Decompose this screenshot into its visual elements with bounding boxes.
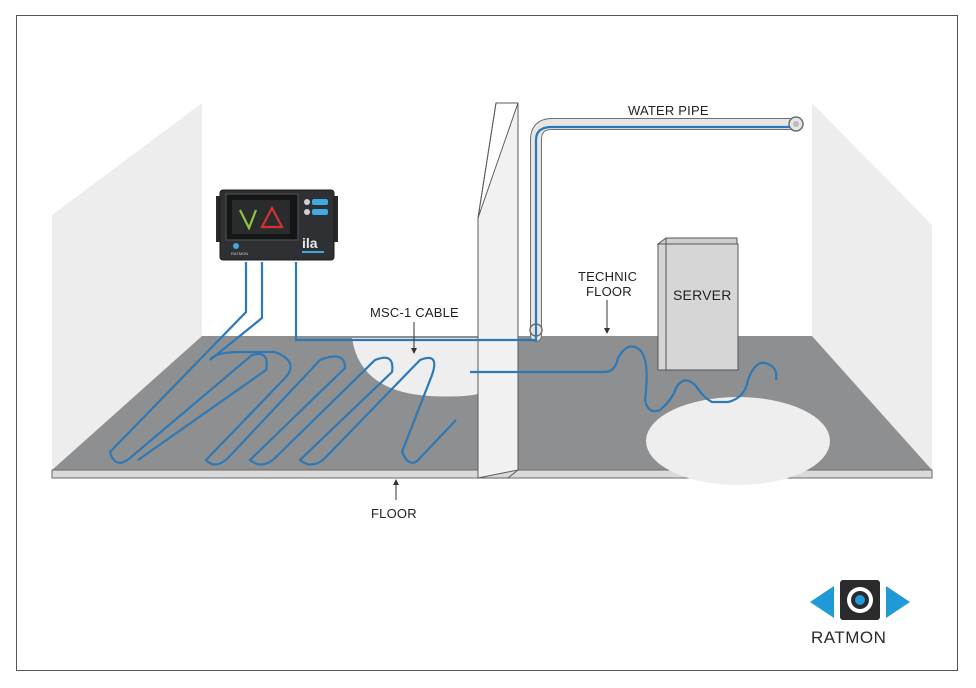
floor-sensing-cable-right: [470, 345, 778, 413]
pipe-sensing-cable: [294, 125, 790, 342]
ratmon-logo-icon: [810, 580, 910, 620]
server-cabinet: [656, 237, 739, 371]
floor-opening-left: [352, 338, 484, 397]
ila-monitoring-device: RATMON ila: [216, 189, 338, 261]
device-brand-label: RATMON: [231, 251, 248, 256]
partition-wall: [477, 102, 519, 479]
device-brand-icon: [233, 243, 239, 249]
water-pipe-label: WATER PIPE: [628, 103, 709, 118]
left-wall: [52, 103, 202, 470]
floor-label: FLOOR: [371, 506, 417, 521]
floor-sensing-cable-left: [108, 262, 457, 466]
right-wall: [812, 103, 932, 470]
technic-floor-label-line1: TECHNIC: [578, 269, 638, 284]
device-model-label: ila: [302, 235, 318, 251]
server-label: SERVER: [673, 287, 732, 303]
warning-triangle-icon: [260, 205, 284, 229]
floor-opening-right: [646, 397, 830, 485]
technic-floor-label-line2: FLOOR: [586, 284, 632, 299]
ratmon-logo-text: RATMON: [811, 628, 887, 647]
check-mark-icon: [239, 209, 258, 231]
msc-cable-label: MSC-1 CABLE: [370, 305, 459, 320]
